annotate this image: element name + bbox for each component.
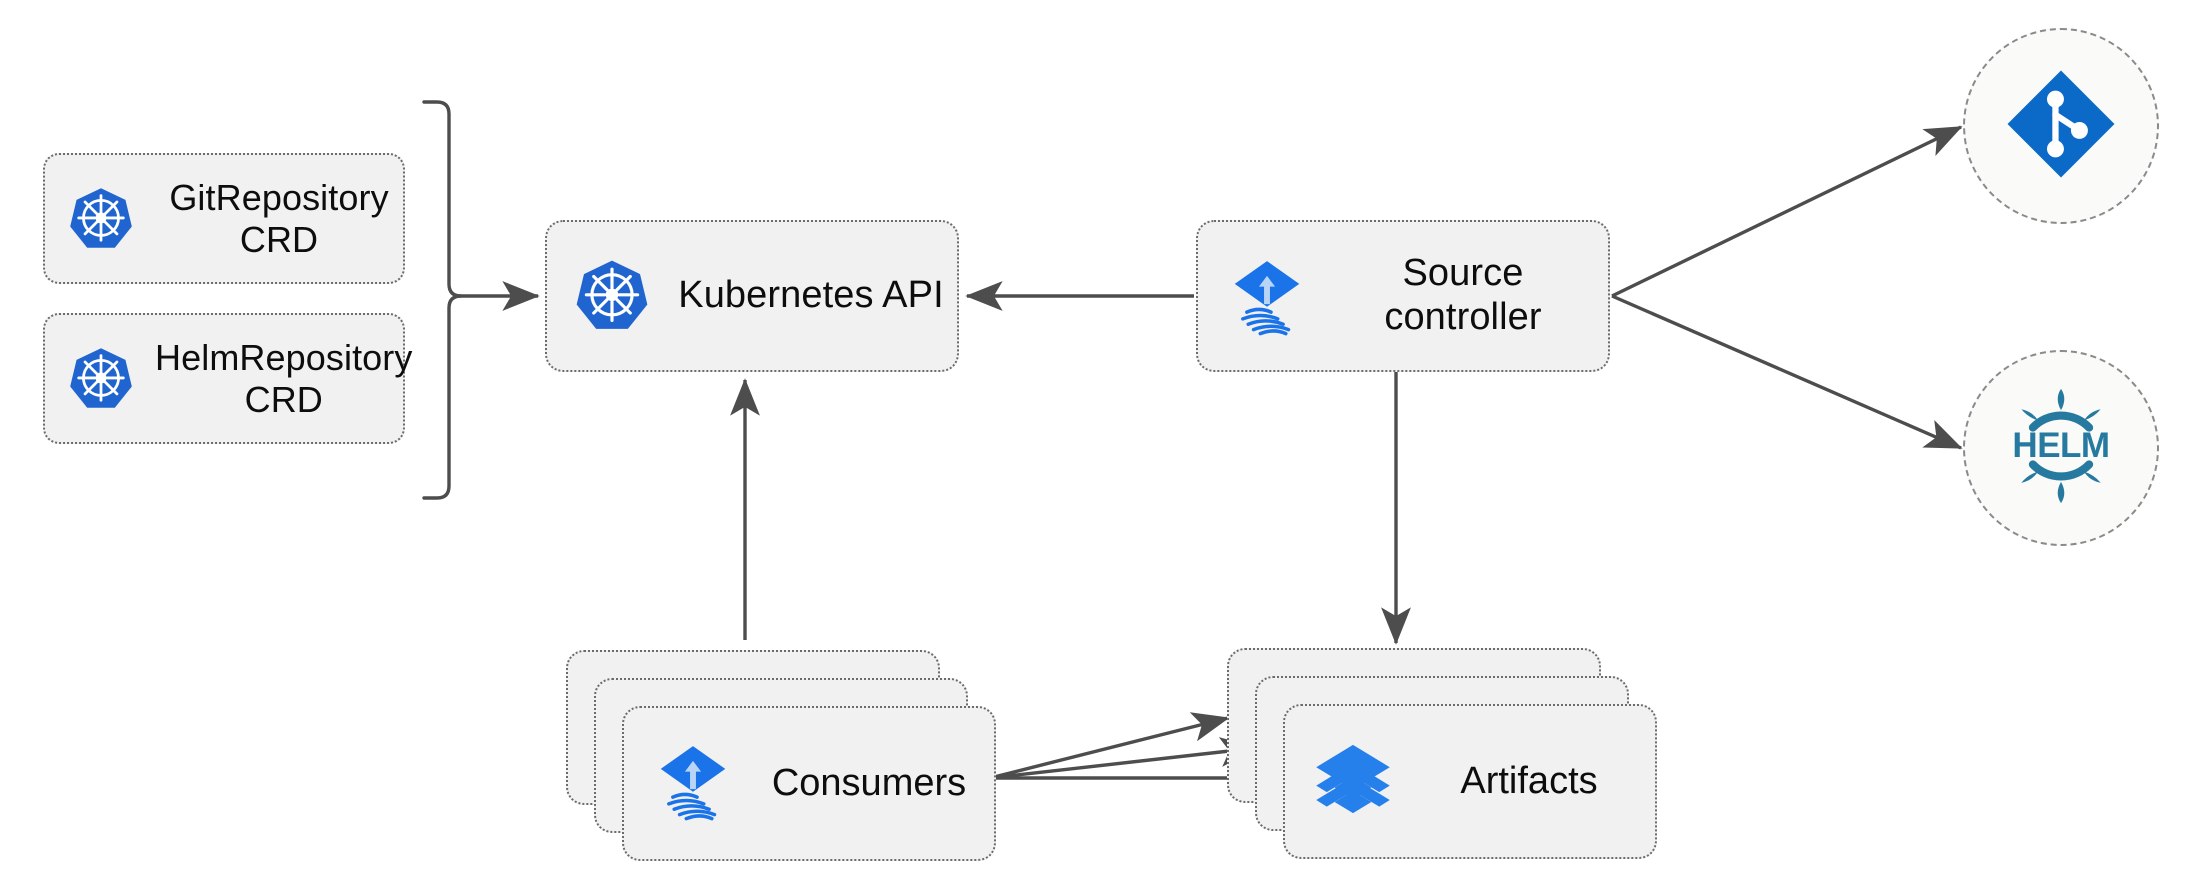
node-git-repository-crd[interactable]: GitRepository CRD	[43, 153, 405, 284]
flux-icon	[650, 738, 736, 829]
crd-bracket	[422, 100, 462, 500]
helm-wordmark: HELM	[2012, 425, 2110, 465]
edge-source-controller-to-git	[1611, 125, 1963, 298]
node-source-controller[interactable]: Source controller	[1196, 220, 1610, 372]
node-helm-provider[interactable]: HELM	[1963, 350, 2159, 546]
node-label: GitRepository CRD	[169, 177, 389, 260]
kubernetes-icon	[573, 257, 651, 335]
node-label: Kubernetes API	[678, 274, 944, 317]
node-label: Artifacts	[1460, 760, 1598, 802]
node-label: HelmRepository CRD	[155, 337, 413, 420]
node-kubernetes-api[interactable]: Kubernetes API	[545, 220, 959, 372]
helm-icon: HELM	[1999, 384, 2123, 513]
layers-icon	[1311, 737, 1395, 826]
node-artifacts[interactable]: Artifacts	[1227, 648, 1657, 860]
flux-icon	[1224, 253, 1310, 339]
artifacts-card-front[interactable]: Artifacts	[1283, 704, 1657, 859]
node-consumers[interactable]: Consumers	[566, 650, 996, 862]
node-label: Source controller	[1384, 252, 1542, 338]
kubernetes-icon	[67, 185, 135, 253]
node-label: Consumers	[771, 762, 967, 804]
git-icon	[2002, 65, 2120, 188]
consumers-card-front[interactable]: Consumers	[622, 706, 996, 861]
node-git-provider[interactable]	[1963, 28, 2159, 224]
kubernetes-icon	[67, 345, 135, 413]
node-helm-repository-crd[interactable]: HelmRepository CRD	[43, 313, 412, 444]
edge-source-controller-to-helm	[1611, 294, 1963, 450]
